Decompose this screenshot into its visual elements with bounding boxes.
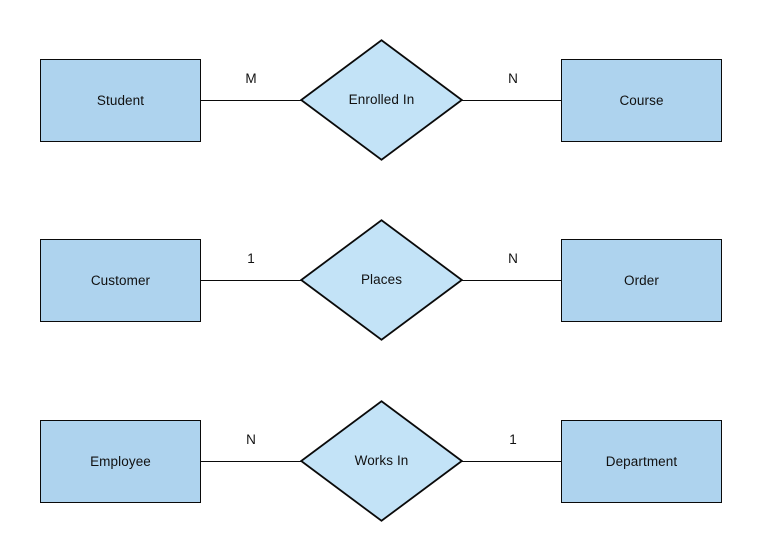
- er-relationship-row: Student M Enrolled In N Course: [0, 10, 761, 190]
- er-relationship-row: Employee N Works In 1 Department: [0, 371, 761, 551]
- entity-label: Course: [619, 92, 664, 108]
- entity-node-course[interactable]: Course: [561, 59, 722, 142]
- connector-line-right: [462, 280, 562, 281]
- entity-node-student[interactable]: Student: [40, 59, 201, 142]
- entity-label: Department: [605, 453, 678, 469]
- diamond-shape-icon: [300, 39, 463, 161]
- connector-line-left: [200, 461, 301, 462]
- entity-node-order[interactable]: Order: [561, 239, 722, 322]
- relationship-node-places[interactable]: Places: [300, 219, 463, 341]
- entity-label: Employee: [90, 453, 151, 469]
- diamond-shape-icon: [300, 400, 463, 522]
- entity-label: Student: [96, 92, 145, 108]
- cardinality-label-right: N: [508, 71, 518, 86]
- connector-line-left: [200, 100, 301, 101]
- entity-label: Order: [623, 272, 659, 288]
- connector-line-right: [462, 461, 562, 462]
- connector-line-right: [462, 100, 562, 101]
- cardinality-label-right: N: [508, 251, 518, 266]
- diamond-shape-icon: [300, 219, 463, 341]
- relationship-node-enrolled-in[interactable]: Enrolled In: [300, 39, 463, 161]
- entity-node-employee[interactable]: Employee: [40, 420, 201, 503]
- cardinality-label-left: N: [246, 432, 256, 447]
- entity-label: Customer: [90, 272, 151, 288]
- cardinality-label-right: 1: [509, 432, 517, 447]
- er-relationship-row: Customer 1 Places N Order: [0, 190, 761, 370]
- entity-node-customer[interactable]: Customer: [40, 239, 201, 322]
- cardinality-label-left: 1: [247, 251, 255, 266]
- entity-node-department[interactable]: Department: [561, 420, 722, 503]
- cardinality-label-left: M: [245, 71, 257, 86]
- relationship-node-works-in[interactable]: Works In: [300, 400, 463, 522]
- connector-line-left: [200, 280, 301, 281]
